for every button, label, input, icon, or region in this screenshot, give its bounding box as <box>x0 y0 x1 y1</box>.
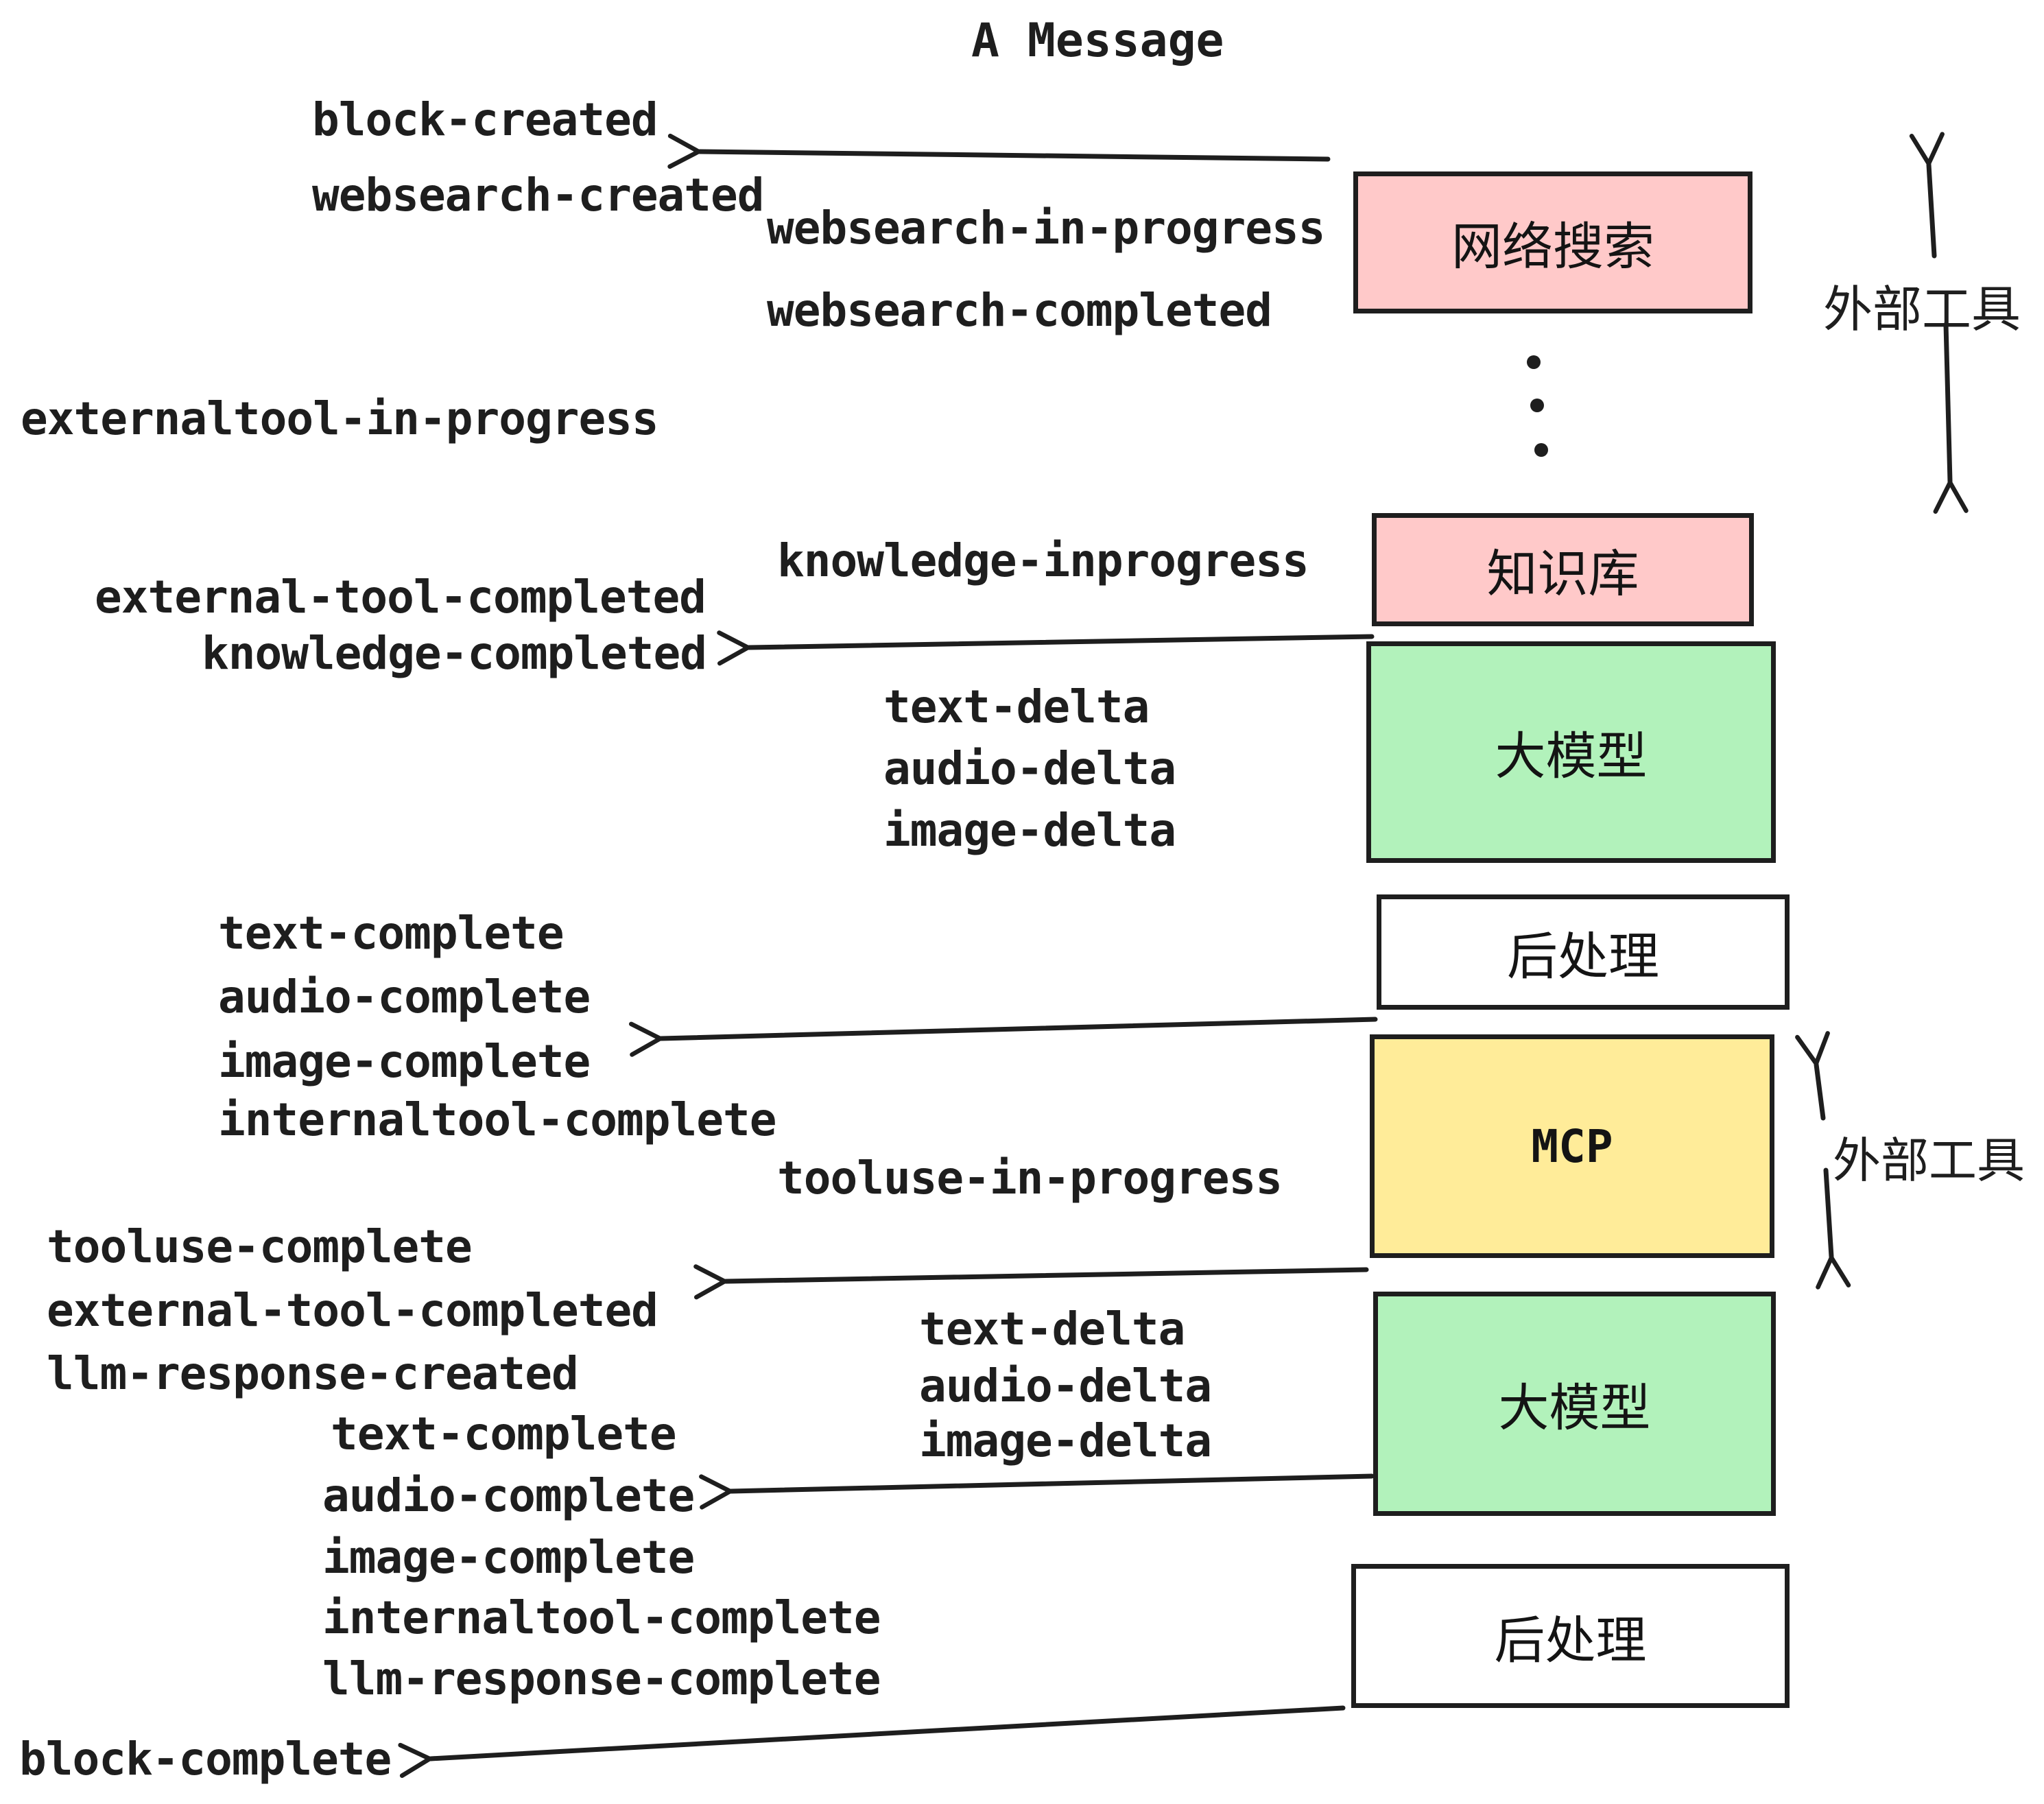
node-mcp: MCP <box>1370 1034 1774 1258</box>
node-postprocess-2: 后处理 <box>1351 1564 1790 1708</box>
event-externaltool-in-progress: externaltool-in-progress <box>21 392 659 445</box>
event-knowledge-inprogress: knowledge-inprogress <box>777 534 1309 587</box>
external-tools-label-1: 外部工具 <box>1823 281 2021 338</box>
event-tooluse-in-progress: tooluse-in-progress <box>777 1152 1283 1204</box>
event-knowledge-completed: knowledge-completed <box>202 627 707 680</box>
event-external-tool-completed-1: external-tool-completed <box>95 571 706 624</box>
event-external-tool-completed-2: external-tool-completed <box>47 1284 658 1337</box>
event-block-complete: block-complete <box>19 1733 392 1785</box>
event-tooluse-complete: tooluse-complete <box>47 1220 473 1273</box>
event-block-created: block-created <box>312 93 658 146</box>
diagram-title: A Message <box>971 14 1224 68</box>
node-postprocess-1: 后处理 <box>1377 894 1790 1010</box>
event-image-complete-2: image-complete <box>322 1531 695 1584</box>
arrow-to-external-tool-completed <box>693 1264 1369 1300</box>
node-knowledge: 知识库 <box>1372 513 1754 626</box>
event-image-complete-1: image-complete <box>218 1035 591 1088</box>
event-text-complete-1: text-complete <box>218 907 565 960</box>
event-text-delta-1: text-delta <box>883 680 1150 733</box>
event-audio-complete-1: audio-complete <box>218 971 591 1023</box>
event-audio-complete-2: audio-complete <box>322 1469 695 1522</box>
event-image-delta-2: image-delta <box>919 1414 1212 1467</box>
node-websearch: 网络搜索 <box>1353 171 1752 313</box>
event-audio-delta-2: audio-delta <box>919 1360 1212 1412</box>
event-internaltool-complete-1: internaltool-complete <box>218 1093 776 1146</box>
arrow-to-block-created <box>667 133 1331 169</box>
event-text-complete-2: text-complete <box>331 1408 677 1460</box>
external-tools-up-arrow-1 <box>1909 132 1945 259</box>
event-llm-response-complete: llm-response-complete <box>322 1652 881 1705</box>
event-internaltool-complete-2: internaltool-complete <box>322 1591 881 1644</box>
external-tools-down-arrow-2 <box>1816 1167 1851 1290</box>
event-websearch-in-progress: websearch-in-progress <box>767 202 1325 254</box>
external-tools-up-arrow-2 <box>1795 1031 1830 1121</box>
event-llm-response-created: llm-response-created <box>47 1347 579 1400</box>
event-websearch-completed: websearch-completed <box>767 284 1272 337</box>
external-tools-down-arrow-1 <box>1933 322 1969 514</box>
arrow-to-knowledge-completed <box>717 630 1375 666</box>
event-audio-delta-1: audio-delta <box>883 742 1176 795</box>
node-llm-2: 大模型 <box>1373 1292 1776 1516</box>
arrow-to-block-complete <box>398 1705 1346 1778</box>
event-image-delta-1: image-delta <box>883 804 1176 857</box>
node-llm-1: 大模型 <box>1366 641 1776 863</box>
event-text-delta-2: text-delta <box>919 1303 1185 1355</box>
arrow-to-image-complete <box>629 1017 1378 1057</box>
event-websearch-created: websearch-created <box>312 169 765 222</box>
external-tools-label-2: 外部工具 <box>1833 1132 2025 1189</box>
ellipsis-dots <box>1527 355 1548 457</box>
arrow-to-audio-complete <box>699 1473 1375 1510</box>
